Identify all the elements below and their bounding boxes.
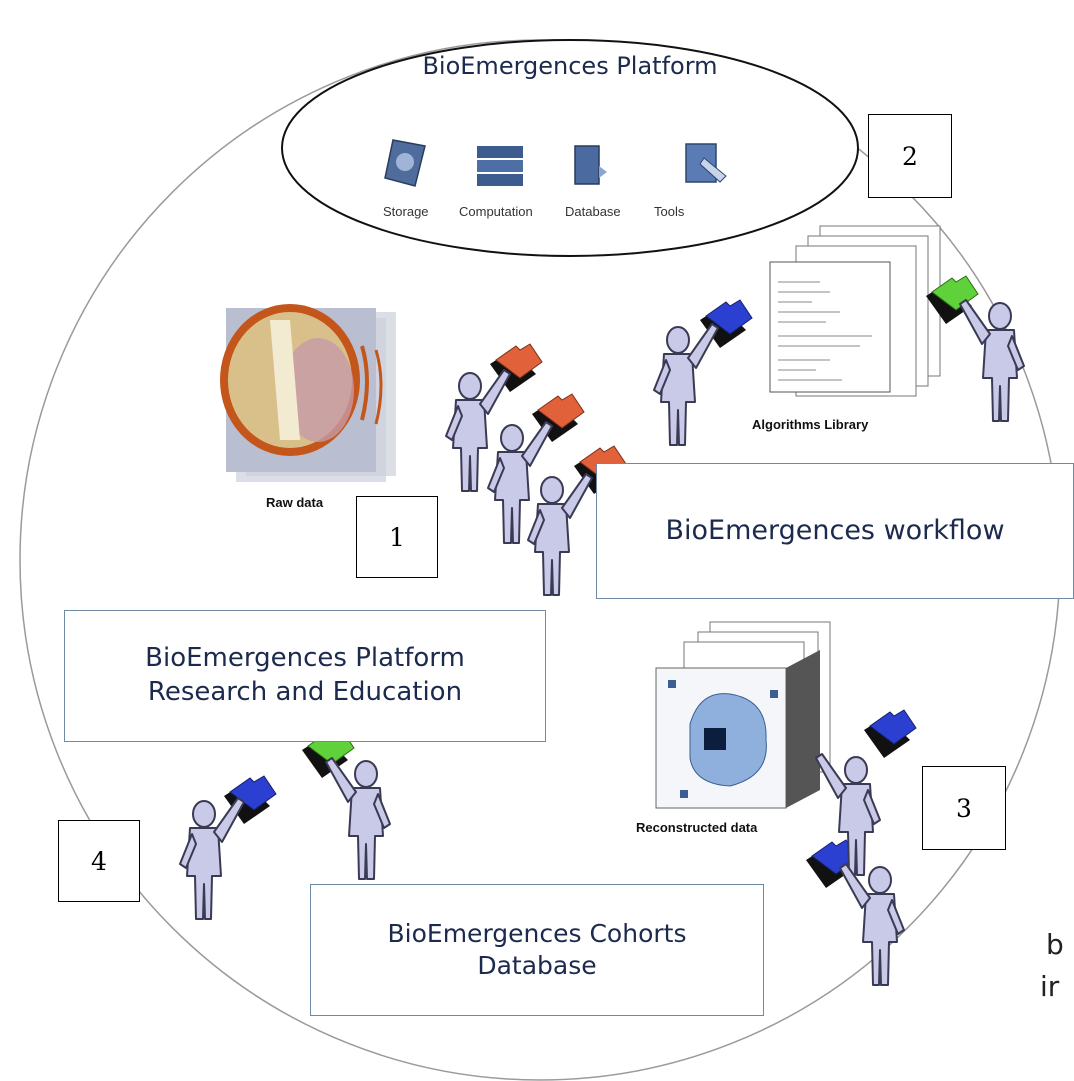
computation-label: Computation — [459, 204, 533, 219]
tools-icon — [685, 143, 727, 183]
workflow-box: BioEmergences workflow — [596, 463, 1074, 599]
cohorts-box: BioEmergences Cohorts Database — [310, 884, 764, 1016]
research-line2: Research and Education — [147, 677, 463, 707]
workflow-label: BioEmergences workflow — [665, 515, 1005, 547]
research-line1: BioEmergences Platform — [145, 643, 465, 674]
reconstructed-image — [655, 621, 831, 809]
algorithms-pages — [769, 225, 941, 397]
raw-data-label: Raw data — [266, 495, 324, 510]
server-icon — [477, 146, 523, 186]
storage-icon — [384, 139, 426, 187]
cropped-text-line2: ir — [1040, 970, 1060, 1003]
platform-title: BioEmergences Platform — [422, 52, 718, 80]
number-box-4: 4 — [58, 820, 140, 902]
reconstructed-label: Reconstructed data — [636, 820, 758, 835]
blue-folder-icon — [863, 709, 917, 759]
person-icon — [179, 797, 245, 920]
number-box-1: 1 — [356, 496, 438, 578]
research-box: BioEmergences Platform Research and Educ… — [64, 610, 546, 742]
person-icon — [959, 299, 1025, 422]
person-icon — [839, 863, 905, 986]
platform-ellipse — [281, 39, 859, 257]
person-icon — [653, 323, 719, 446]
person-icon — [527, 473, 593, 596]
storage-label: Storage — [383, 204, 429, 219]
person-icon — [325, 757, 391, 880]
number-box-3: 3 — [922, 766, 1006, 850]
cohorts-line2: Database — [477, 951, 597, 980]
database-icon — [574, 145, 607, 185]
tools-label: Tools — [654, 204, 685, 219]
raw-data-image — [220, 304, 396, 482]
cropped-text-line1: b — [1046, 928, 1064, 961]
number-box-2: 2 — [868, 114, 952, 198]
database-label: Database — [565, 204, 621, 219]
algorithms-label: Algorithms Library — [752, 417, 869, 432]
cohorts-line1: BioEmergences Cohorts — [387, 918, 687, 948]
